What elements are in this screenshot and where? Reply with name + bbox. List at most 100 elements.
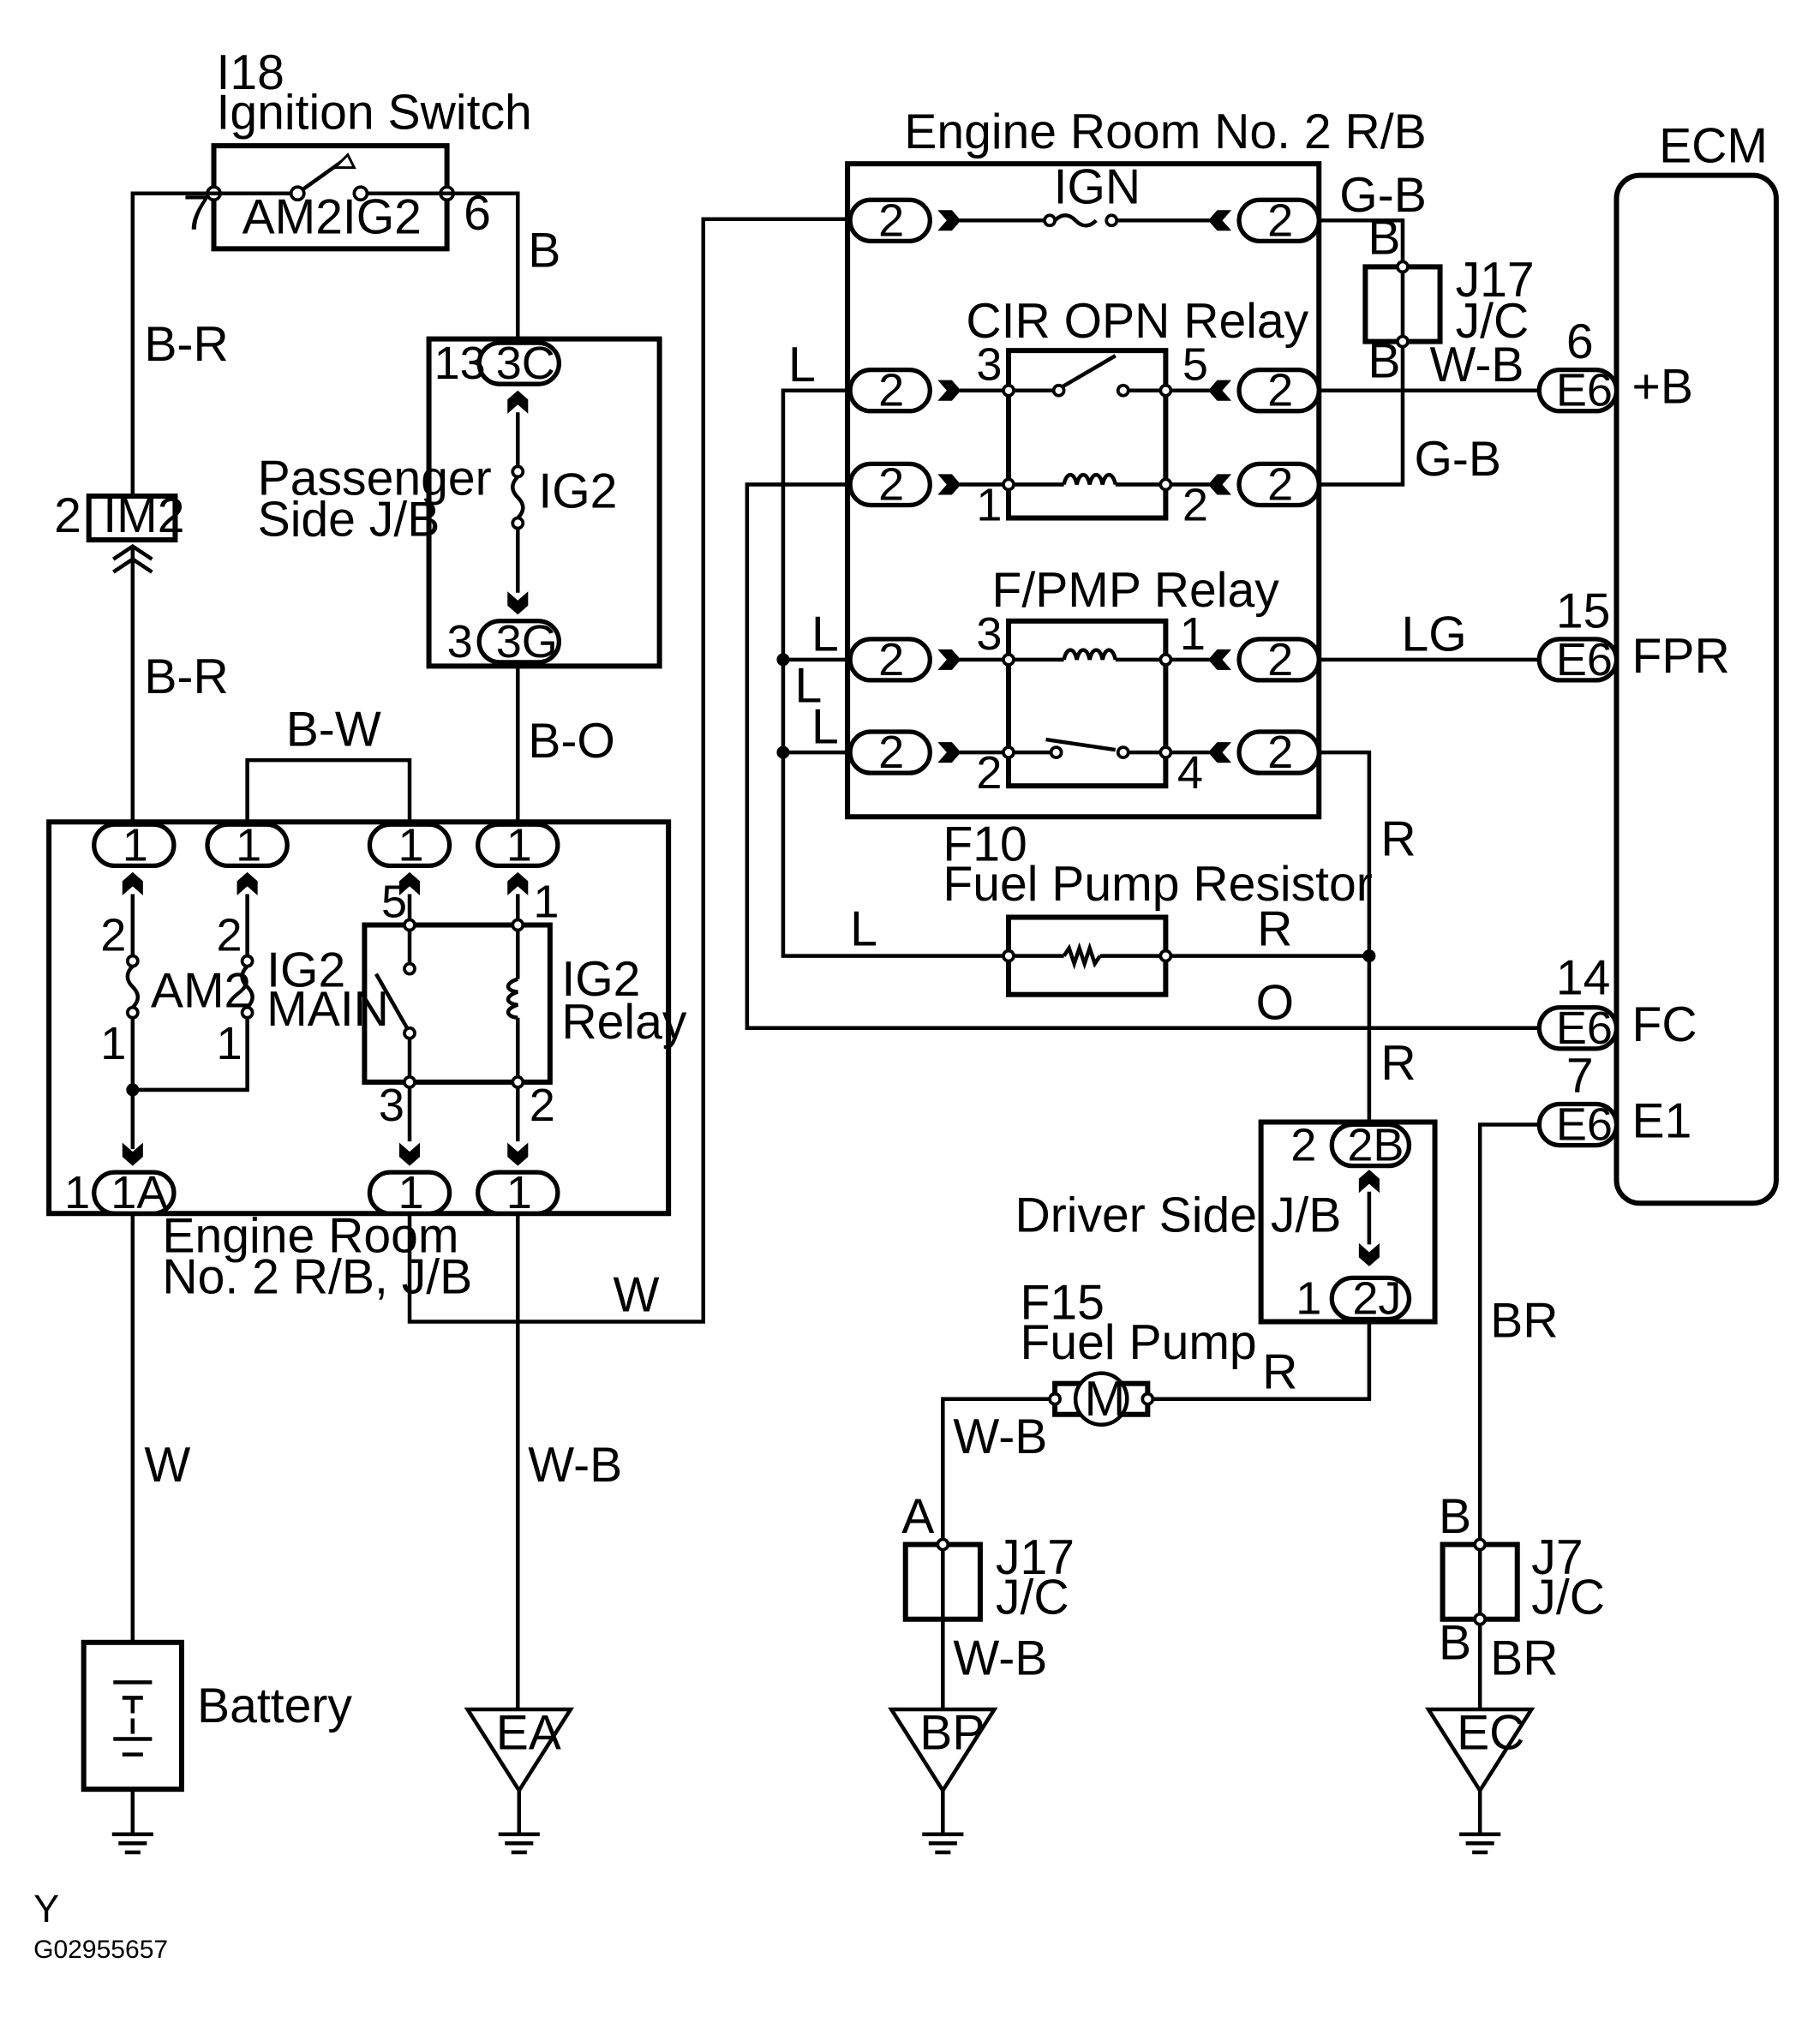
wire-label-w-b-ea: W-B [528,1438,622,1493]
battery-label: Battery [197,1679,352,1733]
ecm-pin-num-7: 7 [1566,1049,1594,1104]
fuel-pump-resistor: F10 Fuel Pump Resistor [943,817,1373,997]
cir-pin-3: 3 [976,339,1002,391]
driver-jb-top-pin: 2 [1290,1120,1316,1171]
passenger-side-jb: Passenger Side J/B 3C 13 IG2 3G 3 [258,336,662,669]
wire-label-b-w: B-W [286,703,381,757]
engine-room-rb: Engine Room No. 2 R/B 2 2 IGN CIR OPN Re… [845,105,1427,820]
fuel-pump-name: Fuel Pump [1021,1315,1257,1370]
j17-bottom-type: J/C [996,1571,1069,1625]
ground-ec-label: EC [1457,1706,1524,1761]
j17-top-pin-b: B [1368,334,1400,389]
ecm-pin-num-15: 15 [1556,584,1611,638]
ground-ec: EC [1424,1706,1536,1855]
ground-ea-label: EA [496,1706,561,1761]
resistor-name: Fuel Pump Resistor [943,857,1372,912]
fuel-pump-code: F15 [1021,1276,1105,1331]
cir-pin-5: 5 [1182,339,1208,391]
wire-label-r-4: R [1262,1345,1297,1400]
fpmp-conn-3: 2 [878,634,904,685]
fpmp-pin-4: 4 [1177,747,1203,799]
j7-pin-a: B [1439,1489,1471,1544]
er2-jb-top-conn-2: 1 [236,819,261,871]
fpmp-pin-1: 1 [1180,608,1206,660]
wire-label-lg: LG [1401,607,1466,661]
ecm-pin-num-14: 14 [1556,951,1611,1006]
ecm-term-e1: E1 [1632,1094,1692,1149]
j17-top-junction: B B J17 J/C [1362,210,1535,389]
wire-label-l-1: L [788,338,816,392]
ground-bp-label: BP [919,1706,985,1761]
fpmp-pin-3: 3 [976,608,1002,660]
wire-label-r-2: R [1257,902,1292,957]
ign-conn-right: 2 [1267,195,1293,246]
driver-jb-bottom-pin: 1 [1296,1272,1321,1324]
j7-code: J7 [1531,1530,1583,1585]
cir-pin-2: 2 [1182,480,1208,531]
fuel-pump-symbol: M [1085,1372,1126,1427]
wire-label-br-2: BR [1490,1631,1558,1685]
j17-bottom-junction: A J17 J/C [901,1489,1075,1625]
ignition-switch-code: I18 [217,45,284,100]
fpmp-pin-2: 2 [976,747,1002,799]
ig2main-label-1: IG2 [266,943,345,998]
passenger-jb-top-pin: 13 [434,338,486,389]
cir-pin-1: 1 [976,480,1002,531]
j17-top-code: J17 [1456,253,1535,308]
wire-label-b-o: B-O [528,714,615,769]
am2-pin-bottom: 1 [100,1018,126,1069]
ig2-relay-label-1: IG2 [561,952,640,1007]
battery: Battery [81,1639,352,1855]
ignition-switch-name: Ignition Switch [217,86,532,141]
wire-label-o: O [1256,975,1294,1030]
wire-label-l-2: L [811,607,839,661]
ign-fuse-label: IGN [1054,160,1141,215]
cir-conn-1: 2 [878,458,904,510]
er2-jb-top-conn-3: 1 [398,819,423,871]
ecm-conn-plusb: E6 [1556,365,1613,416]
wire-label-br-1: BR [1490,1294,1558,1349]
resistor-code: F10 [943,817,1027,871]
fpmp-conn-1: 2 [1267,634,1293,685]
passenger-jb-top-conn: 3C [496,338,555,389]
wire-label-w-b-bp: W-B [953,1631,1047,1685]
driver-jb-bottom-conn: 2J [1352,1272,1401,1324]
er2-rb-name: Engine Room No. 2 R/B [904,105,1426,159]
j17-bottom-pin-a: A [901,1489,934,1544]
fuel-pump: F15 Fuel Pump M [1021,1276,1257,1427]
er2-jb-bottom-conn-1a: 1A [111,1167,167,1218]
er2-jb-bottom-pin-1a: 1 [64,1167,90,1218]
ecm: ECM E6 6 +B E6 15 FPR E6 14 FC E6 7 E1 [1536,119,1779,1206]
wire-label-r-1: R [1380,811,1416,866]
j17-bottom-code: J17 [996,1530,1075,1585]
wire-label-l-4: L [811,700,839,755]
wire-label-w-b-pump: W-B [953,1410,1047,1464]
fpmp-conn-2: 2 [878,727,904,778]
ig2main-pin-top: 2 [217,910,242,961]
passenger-jb-name-1: Passenger [258,451,492,506]
ig2-relay-label-2: Relay [561,995,686,1050]
engine-room-jb: 1 1 1 1 2 1 AM2 2 1 IG2 MAIN [46,819,687,1218]
passenger-jb-bottom-pin: 3 [447,616,473,667]
ecm-conn-fpr: E6 [1556,634,1613,685]
ignition-switch: I18 Ignition Switch AM2 IG2 7 6 [183,45,532,252]
im2-pin: 2 [54,488,81,543]
wire-label-b-r-top: B-R [144,317,228,372]
ign-conn-left: 2 [878,195,904,246]
ground-ea: EA [464,1706,575,1855]
ig2-relay-pin-2: 2 [530,1080,555,1131]
footer-line-2: G02955657 [33,1936,168,1964]
wire-label-w-battery: W [144,1438,190,1493]
ecm-term-fpr: FPR [1632,629,1730,684]
ignition-switch-term-am2: AM2 [242,189,343,244]
j17-top-type: J/C [1456,294,1530,349]
er2-jb-bottom-conn-2: 1 [398,1167,423,1218]
am2-fuse-label: AM2 [151,964,251,1019]
ecm-term-fc: FC [1632,997,1697,1052]
driver-jb-top-conn: 2B [1347,1120,1404,1171]
passenger-jb-name-2: Side J/B [258,493,440,548]
er2-jb-bottom-conn-3: 1 [506,1167,532,1218]
er2-jb-top-conn-1: 1 [123,819,148,871]
ecm-term-plusb: +B [1632,360,1693,415]
im2-label: IM2 [103,488,184,543]
